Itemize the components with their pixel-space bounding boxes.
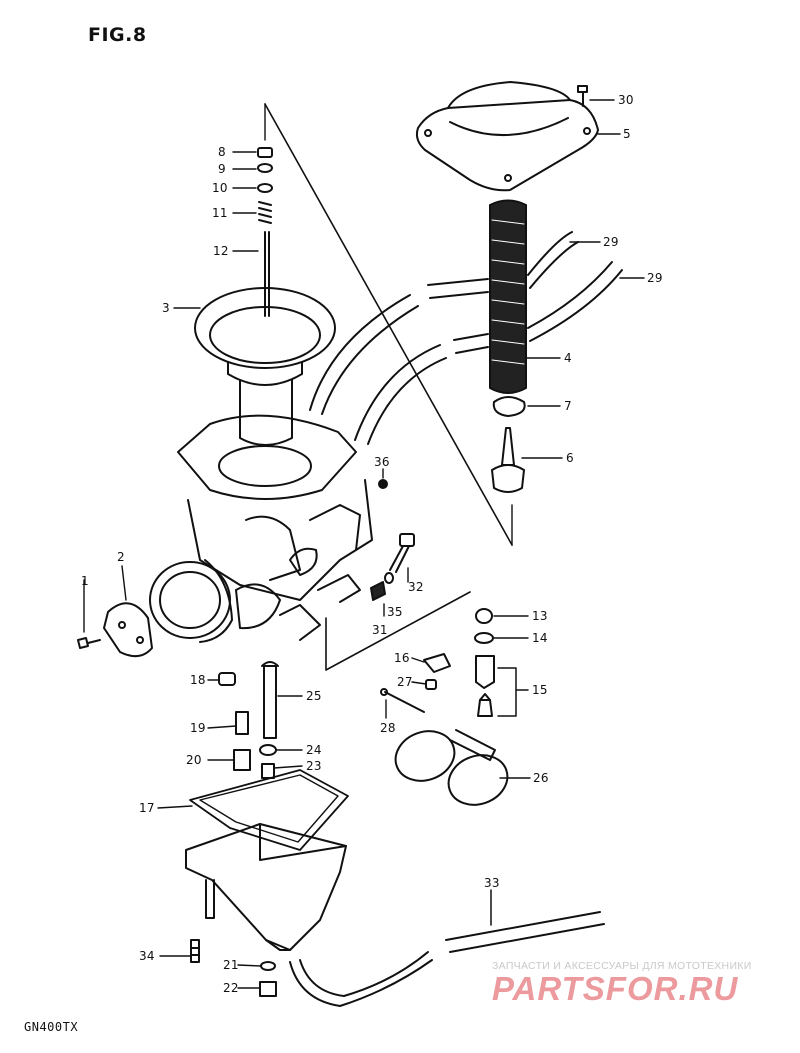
watermark-logo: PARTSFOR.RU: [492, 970, 739, 1007]
retaining-clip-part: [492, 396, 526, 417]
callout-8: 8: [218, 145, 226, 159]
callout-35: 35: [387, 605, 403, 619]
callout-15: 15: [532, 683, 548, 697]
callout-leader-lines: [83, 99, 645, 989]
callout-29-upper: 29: [603, 235, 619, 249]
float-valve-parts: [474, 608, 517, 717]
callout-12: 12: [213, 244, 229, 258]
callout-5: 5: [623, 127, 631, 141]
top-cover-part: [415, 81, 599, 192]
callout-14: 14: [532, 631, 548, 645]
jet-parts: [218, 661, 279, 779]
cover-screw-part: [577, 85, 588, 107]
bracket-lines: [325, 591, 471, 671]
callout-18: 18: [190, 673, 206, 687]
plate-with-screw-parts: [77, 602, 153, 658]
callout-1: 1: [81, 574, 89, 588]
callout-17: 17: [139, 801, 155, 815]
callout-32: 32: [408, 580, 424, 594]
callout-9: 9: [218, 162, 226, 176]
callout-2: 2: [117, 550, 125, 564]
lever-and-pin-parts: [380, 653, 451, 713]
float-part: [394, 729, 509, 806]
figure-title: FIG.8: [88, 24, 147, 46]
callout-33: 33: [484, 876, 500, 890]
callout-7: 7: [564, 399, 572, 413]
watermark-caption: ЗАПЧАСТИ И АКСЕССУАРЫ ДЛЯ МОТОТЕХНИКИ: [492, 960, 752, 972]
callout-3: 3: [162, 301, 170, 315]
carburetor-body-part: [149, 414, 373, 643]
drain-tube-part: [289, 889, 605, 1007]
needle-stack-parts: [257, 147, 273, 317]
callout-29-lower: 29: [647, 271, 663, 285]
callout-30: 30: [618, 93, 634, 107]
callout-25: 25: [306, 689, 322, 703]
callout-22: 22: [223, 981, 239, 995]
model-code: GN400TX: [24, 1020, 79, 1034]
callout-31: 31: [372, 623, 388, 637]
drain-screw-parts: [190, 939, 277, 997]
reference-line: [264, 103, 513, 546]
ball-part: [378, 479, 388, 489]
jet-needle-part: [491, 427, 525, 493]
callout-11: 11: [212, 206, 228, 220]
spring-part: [489, 199, 527, 394]
gasket-inner-edge: [199, 774, 339, 843]
vent-tubes-part: [309, 231, 623, 445]
callout-16: 16: [394, 651, 410, 665]
callout-4: 4: [564, 351, 572, 365]
callout-21: 21: [223, 958, 239, 972]
callout-28: 28: [380, 721, 396, 735]
float-bowl-gasket-part: [189, 769, 349, 851]
float-bowl-part: [185, 823, 347, 951]
callout-23: 23: [306, 759, 322, 773]
callout-26: 26: [533, 771, 549, 785]
callout-20: 20: [186, 753, 202, 767]
callout-36: 36: [374, 455, 390, 469]
callout-27: 27: [397, 675, 413, 689]
callout-19: 19: [190, 721, 206, 735]
callout-13: 13: [532, 609, 548, 623]
callout-34: 34: [139, 949, 155, 963]
callout-6: 6: [566, 451, 574, 465]
callout-10: 10: [212, 181, 228, 195]
screw-and-spring-parts: [370, 533, 415, 601]
callout-24: 24: [306, 743, 322, 757]
